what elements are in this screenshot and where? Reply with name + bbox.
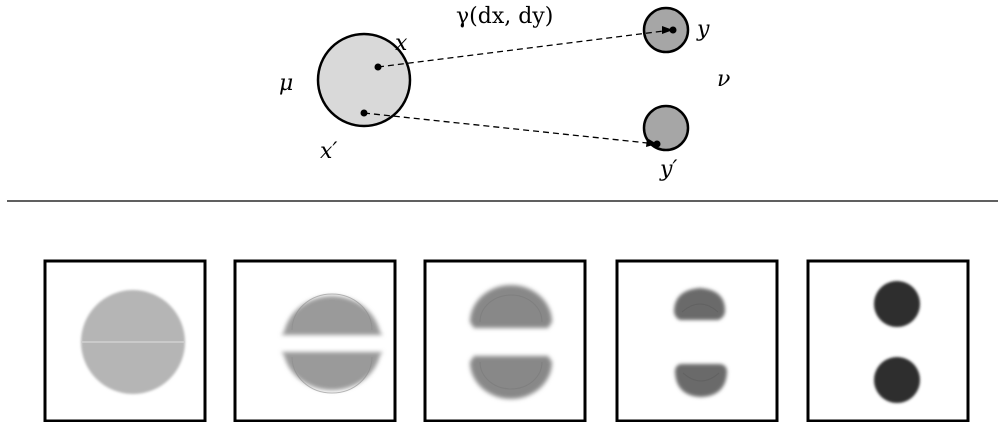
arrowhead-y (662, 26, 673, 34)
sequence-panel-1 (43, 259, 207, 422)
target-measure-disc-bottom (642, 104, 690, 152)
panel-2-lower-blob (281, 352, 383, 391)
label-mu: μ (279, 71, 293, 96)
interpolation-sequence (43, 259, 970, 422)
panel-2-upper-blob (281, 296, 383, 335)
sequence-panel-5 (806, 259, 970, 422)
point-x (374, 63, 382, 71)
label-gamma: γ(dx, dy) (456, 4, 553, 29)
sequence-panel-3 (423, 259, 587, 422)
panel-5-upper-disc (874, 281, 920, 327)
transport-line-x-y (377, 29, 673, 68)
label-x-prime: x′ (320, 139, 337, 164)
source-measure-disc (316, 32, 412, 128)
panel-3-lower-blob (470, 356, 552, 399)
panel-3-upper-blob (470, 285, 552, 328)
label-x: x (395, 31, 408, 56)
point-x-prime (360, 109, 368, 117)
arrowhead-y-prime (646, 138, 657, 147)
panel-5-lower-disc (874, 357, 920, 403)
label-y-prime: y′ (659, 157, 677, 182)
transport-diagram: μ ν x x′ y y′ γ(dx, dy) (279, 4, 730, 182)
sequence-panel-4 (615, 259, 779, 422)
label-nu: ν (717, 67, 730, 92)
label-y: y (696, 17, 710, 42)
transport-line-xprime-yprime (363, 112, 658, 145)
sequence-panel-2 (233, 259, 397, 422)
